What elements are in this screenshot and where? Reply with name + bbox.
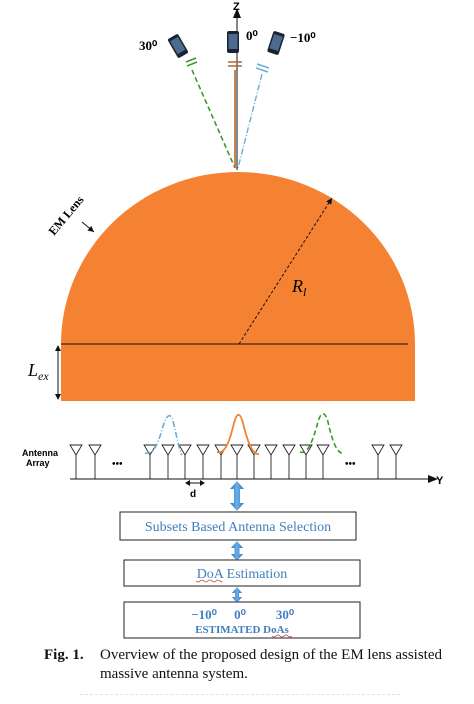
user-0: 0⁰	[227, 28, 259, 168]
beam-pattern-minus10	[299, 412, 345, 454]
pipeline: Subsets Based Antenna Selection DoA Esti…	[119, 481, 361, 639]
signal-ticks	[185, 57, 198, 67]
y-axis-label: Y	[436, 475, 444, 487]
radius-label: Rl	[291, 276, 307, 299]
antenna-element-icon	[316, 444, 330, 479]
lens-extension-label: Lex	[27, 360, 49, 383]
ray-minus10	[237, 73, 263, 169]
ellipsis-left: •••	[112, 459, 123, 470]
antenna-element-icon	[196, 444, 210, 479]
estimated-doas-label: ESTIMATED DoAs	[195, 624, 289, 636]
doa-estimation-box	[123, 559, 361, 587]
radius-arrow	[238, 197, 333, 345]
antenna-element-icon	[88, 444, 102, 479]
signal-ticks	[255, 63, 270, 73]
double-arrow-icon	[231, 541, 243, 561]
user-angle-0: 0⁰	[246, 28, 259, 43]
antenna-element-icon	[143, 444, 157, 479]
phone-icon	[168, 34, 188, 58]
double-arrow-icon	[230, 481, 244, 511]
estimated-doas-box	[123, 601, 361, 639]
user-30: 30⁰	[139, 34, 236, 169]
antenna-element-icon	[69, 444, 83, 479]
estimated-value-30: 30⁰	[276, 607, 295, 622]
em-lens-label: EM Lens	[46, 193, 87, 238]
signal-ticks	[228, 61, 242, 67]
ellipsis-right: •••	[345, 459, 356, 470]
antenna-element-icon	[178, 444, 192, 479]
estimated-value-0: 0⁰	[234, 607, 247, 622]
spellcheck-underline	[271, 634, 293, 638]
estimated-value-minus10: −10⁰	[191, 607, 217, 622]
antenna-element-icon	[264, 444, 278, 479]
beam-pattern-30	[144, 414, 183, 456]
antenna-elements	[69, 444, 403, 479]
beam-pattern-0	[216, 413, 260, 455]
em-lens-callout: EM Lens	[46, 193, 95, 238]
antenna-selection-box	[119, 511, 357, 541]
antenna-element-icon	[282, 444, 296, 479]
figure-number: Fig. 1.	[44, 647, 84, 663]
lens-hemisphere	[61, 172, 415, 401]
doa-estimation-label: DoA Estimation	[197, 567, 288, 582]
antenna-selection-label: Subsets Based Antenna Selection	[145, 520, 331, 535]
phone-icon	[267, 31, 285, 55]
spacing-label: d	[190, 489, 196, 500]
antenna-element-icon	[230, 444, 244, 479]
antenna-element-icon	[161, 444, 175, 479]
figure-caption: Fig. 1. Overview of the proposed design o…	[44, 646, 464, 684]
antenna-element-icon	[299, 444, 313, 479]
user-angle-30: 30⁰	[139, 38, 158, 53]
ray-30	[191, 69, 236, 169]
em-lens: Rl	[61, 172, 415, 401]
phone-icon	[227, 31, 239, 53]
z-axis-label: Z	[233, 1, 240, 13]
user-angle-minus10: −10⁰	[290, 30, 316, 45]
lens-extension-dimension: Lex	[27, 345, 61, 400]
figure-caption-text: Overview of the proposed design of the E…	[100, 647, 443, 682]
antenna-element-icon	[214, 444, 228, 479]
antenna-element-icon	[371, 444, 385, 479]
antenna-element-icon	[247, 444, 261, 479]
user-minus10: −10⁰	[237, 30, 316, 169]
antenna-element-icon	[389, 444, 403, 479]
element-spacing: d	[185, 480, 205, 500]
spellcheck-underline	[195, 579, 223, 583]
double-arrow-icon	[232, 587, 242, 603]
page-bleed-through	[80, 694, 400, 701]
